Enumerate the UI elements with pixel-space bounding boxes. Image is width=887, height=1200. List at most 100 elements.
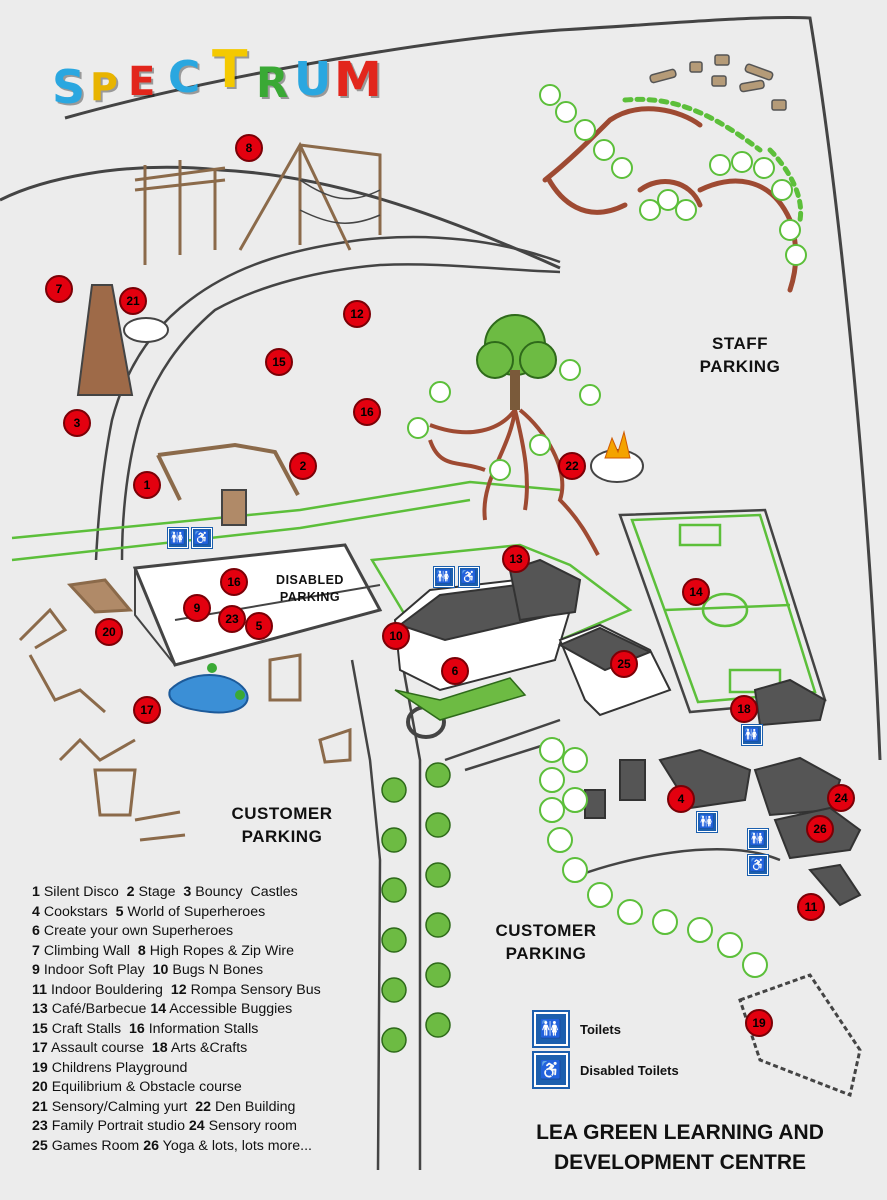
location-marker[interactable]: 21 <box>119 287 147 315</box>
toilets-icon: 🚻 <box>167 527 189 549</box>
key-text: Indoor Soft Play <box>39 962 153 978</box>
location-marker[interactable]: 1 <box>133 471 161 499</box>
logs <box>649 54 787 111</box>
location-marker[interactable]: 5 <box>245 612 273 640</box>
location-marker[interactable]: 10 <box>382 622 410 650</box>
hedge <box>539 737 768 978</box>
key-text: Create your own Superheroes <box>39 923 234 939</box>
woodland-trails <box>542 96 804 293</box>
location-marker[interactable]: 19 <box>745 1009 773 1037</box>
obstacle-course <box>18 578 352 842</box>
key-number: 16 <box>129 1020 145 1037</box>
key-text: Family Portrait studio <box>47 1118 189 1134</box>
location-marker[interactable]: 18 <box>730 695 758 723</box>
key-number: 11 <box>32 981 47 998</box>
key-line: 21 Sensory/Calming yurt 22 Den Building <box>32 1098 372 1118</box>
key-line: 20 Equilibrium & Obstacle course <box>32 1078 372 1098</box>
key-line: 1 Silent Disco 2 Stage 3 Bouncy Castles <box>32 883 372 903</box>
site-boundary <box>0 15 882 761</box>
key-text: World of Superheroes <box>123 903 266 920</box>
roads <box>94 235 781 1171</box>
key-line: 25 Games Room 26 Yoga & lots, lots more.… <box>32 1137 372 1157</box>
location-marker[interactable]: 22 <box>558 452 586 480</box>
location-marker[interactable]: 9 <box>183 594 211 622</box>
legend-disabled-toilets: ♿ Disabled Toilets <box>532 1051 679 1089</box>
spectrum-logo: S P E C T R U M <box>52 40 392 120</box>
key-text: Silent Disco <box>39 884 127 900</box>
key-number: 25 <box>32 1137 48 1154</box>
climbing-wall <box>76 284 134 396</box>
location-marker[interactable]: 2 <box>289 452 317 480</box>
wheelchair-icon: ♿ <box>532 1051 570 1089</box>
location-marker[interactable]: 7 <box>45 275 73 303</box>
key-number: 12 <box>170 981 187 998</box>
key-text: Café/Barbecue <box>47 1001 151 1017</box>
key-line: 11 Indoor Bouldering 12 Rompa Sensory Bu… <box>32 981 372 1001</box>
wheelchair-icon: ♿ <box>458 566 480 588</box>
main-building <box>393 558 582 692</box>
location-marker[interactable]: 6 <box>441 657 469 685</box>
location-marker[interactable]: 16 <box>220 568 248 596</box>
location-marker[interactable]: 12 <box>343 300 371 328</box>
location-marker[interactable]: 23 <box>218 605 246 633</box>
location-marker[interactable]: 11 <box>797 893 825 921</box>
key-text: Accessible Buggies <box>166 1001 293 1017</box>
wheelchair-icon: ♿ <box>191 527 213 549</box>
key-number: 1 <box>32 884 40 900</box>
key-number: 10 <box>152 962 169 978</box>
key-line: 17 Assault course 18 Arts &Crafts <box>32 1039 372 1059</box>
key-text: Cookstars <box>39 903 116 920</box>
key-number: 8 <box>137 942 146 959</box>
key-text: Sensory/Calming yurt <box>47 1098 196 1115</box>
key-text: Sensory room <box>204 1118 297 1134</box>
location-marker[interactable]: 8 <box>235 134 263 162</box>
location-marker[interactable]: 25 <box>610 650 638 678</box>
key-text: Bouncy Castles <box>191 884 298 900</box>
avenue-trees <box>381 762 451 1053</box>
toilets-icon: 🚻 <box>741 724 763 746</box>
key-number: 17 <box>32 1040 48 1056</box>
logo-letter: E <box>128 59 156 105</box>
key-text: Climbing Wall <box>39 942 138 959</box>
legend-toilets: 🚻 Toilets <box>532 1010 621 1048</box>
logo-letter: T <box>212 40 248 100</box>
key-number: 14 <box>150 1001 167 1017</box>
location-marker[interactable]: 4 <box>667 785 695 813</box>
location-marker[interactable]: 16 <box>353 398 381 426</box>
yurt <box>123 317 169 343</box>
key-number: 6 <box>32 923 40 939</box>
key-number: 4 <box>32 903 40 920</box>
playground-fence <box>738 973 862 1098</box>
key-number: 22 <box>195 1098 212 1115</box>
location-marker[interactable]: 13 <box>502 545 530 573</box>
key-text: Yoga & lots, lots more... <box>158 1137 312 1154</box>
key-number: 7 <box>32 942 40 959</box>
key-line: 9 Indoor Soft Play 10 Bugs N Bones <box>32 961 372 981</box>
key-number: 26 <box>143 1137 159 1154</box>
pond <box>168 674 249 714</box>
toilets-icon: 🚻 <box>747 828 769 850</box>
location-marker[interactable]: 20 <box>95 618 123 646</box>
key-line: 6 Create your own Superheroes <box>32 922 372 942</box>
key-line: 15 Craft Stalls 16 Information Stalls <box>32 1020 372 1040</box>
toilets-icon: 🚻 <box>532 1010 570 1048</box>
logo-letter: M <box>334 52 382 108</box>
toilets-icon: 🚻 <box>696 811 718 833</box>
key-number: 21 <box>32 1098 48 1115</box>
key-number: 9 <box>32 962 40 978</box>
key-text: Den Building <box>211 1098 296 1115</box>
location-marker[interactable]: 24 <box>827 784 855 812</box>
toilets-icon: 🚻 <box>433 566 455 588</box>
key-text: Bugs N Bones <box>168 962 264 978</box>
centre-name: LEA GREEN LEARNING AND DEVELOPMENT CENTR… <box>536 1121 824 1175</box>
location-marker[interactable]: 15 <box>265 348 293 376</box>
location-marker[interactable]: 26 <box>806 815 834 843</box>
location-marker[interactable]: 17 <box>133 696 161 724</box>
location-marker[interactable]: 3 <box>63 409 91 437</box>
shrubs <box>539 84 807 266</box>
location-marker[interactable]: 14 <box>682 578 710 606</box>
